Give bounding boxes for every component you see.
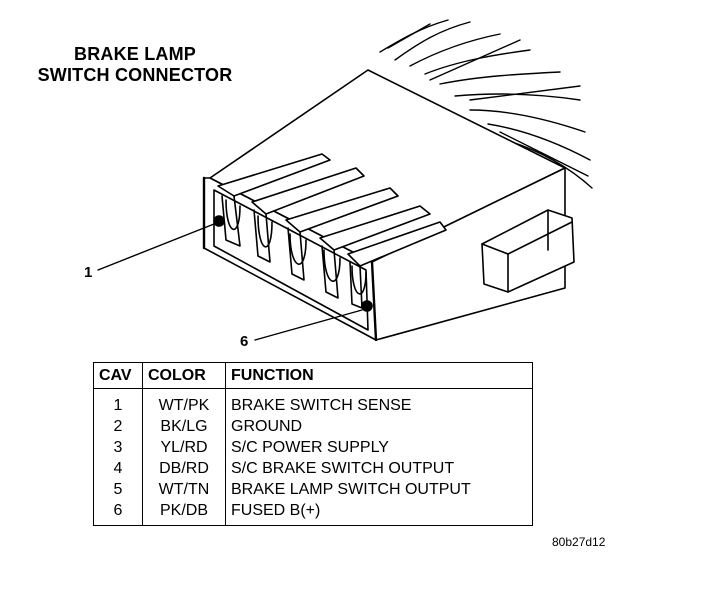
header-cav: CAV [93,362,143,389]
pinout-table: CAV COLOR FUNCTION 1 WT/PK BRAKE SWITCH … [93,362,533,526]
connector-body [202,69,566,342]
cell-color: PK/DB [142,500,226,526]
cell-function: S/C POWER SUPPLY [225,437,533,458]
table-header-row: CAV COLOR FUNCTION [93,362,533,389]
wire-bundle [379,19,593,189]
callout-pin-1: 1 [84,264,93,281]
cell-cav: 5 [93,479,143,500]
cell-function: FUSED B(+) [225,500,533,526]
cell-color: WT/TN [142,479,226,500]
pin-1-marker [213,215,225,227]
table-row: 4 DB/RD S/C BRAKE SWITCH OUTPUT [93,458,533,479]
cell-color: DB/RD [142,458,226,479]
figure-code: 80b27d12 [552,535,606,549]
cell-color: WT/PK [142,388,226,416]
cell-function: BRAKE LAMP SWITCH OUTPUT [225,479,533,500]
cell-cav: 4 [93,458,143,479]
locking-tab [481,209,575,293]
leader-line-1 [97,223,215,271]
title-line-1: BRAKE LAMP [74,44,196,64]
callout-pin-6: 6 [240,333,249,350]
cell-cav: 1 [93,388,143,416]
cell-cav: 3 [93,437,143,458]
cell-color: YL/RD [142,437,226,458]
leader-line-6 [254,309,363,341]
table-row: 2 BK/LG GROUND [93,416,533,437]
table-row: 5 WT/TN BRAKE LAMP SWITCH OUTPUT [93,479,533,500]
cell-cav: 6 [93,500,143,526]
table-row: 6 PK/DB FUSED B(+) [93,500,533,526]
cell-function: BRAKE SWITCH SENSE [225,388,533,416]
cell-function: GROUND [225,416,533,437]
cell-function: S/C BRAKE SWITCH OUTPUT [225,458,533,479]
table-row: 3 YL/RD S/C POWER SUPPLY [93,437,533,458]
diagram-title: BRAKE LAMP SWITCH CONNECTOR [20,44,250,86]
cell-cav: 2 [93,416,143,437]
header-color: COLOR [142,362,226,389]
cell-color: BK/LG [142,416,226,437]
table-row: 1 WT/PK BRAKE SWITCH SENSE [93,388,533,416]
terminal-slots [217,153,447,309]
title-line-2: SWITCH CONNECTOR [37,65,233,85]
pin-6-marker [361,300,373,312]
header-function: FUNCTION [225,362,533,389]
